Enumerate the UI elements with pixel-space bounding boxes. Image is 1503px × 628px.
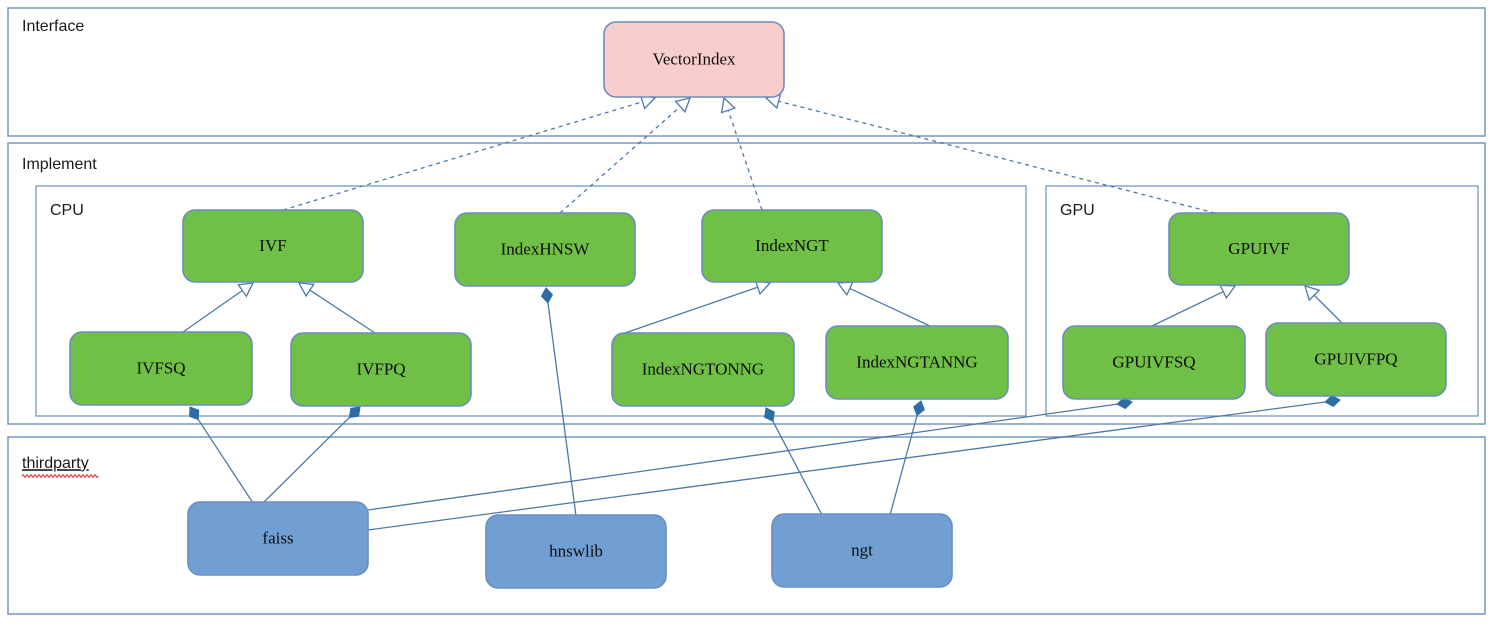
edge-ivfsq-ivf [182, 282, 255, 333]
panel-thirdparty: thirdparty [7, 436, 1486, 615]
node-ivf[interactable]: IVF [182, 209, 364, 283]
edge-ivfpq-ivf [297, 282, 376, 334]
node-label-hnswlib: hnswlib [549, 541, 603, 560]
edge-hnswlib-indexhnsw [540, 287, 577, 517]
panel-label-interface: Interface [22, 18, 84, 35]
panel-label-implement: Implement [22, 156, 97, 173]
edge-indexngtonng-indexngt [624, 279, 772, 334]
edge-indexngtanng-indexngt [836, 281, 931, 327]
panel-interface: Interface [7, 7, 1486, 137]
edge-group [182, 93, 1343, 531]
node-label-ngt: ngt [851, 540, 873, 559]
edge-faiss-ivfsq [188, 406, 254, 504]
edge-gpuivfpq-gpuivf [1304, 285, 1343, 324]
node-faiss[interactable]: faiss [187, 501, 369, 576]
node-label-gpuivfsq: GPUIVFSQ [1112, 352, 1195, 371]
panel-implement: Implement [7, 142, 1486, 425]
subpanel-gpu: GPU [1045, 185, 1479, 417]
subpanel-label-cpu: CPU [50, 202, 84, 219]
subpanel-group: CPU GPU [35, 185, 1479, 417]
panel-label-thirdparty: thirdparty [22, 455, 89, 472]
edge-ngt-indexngtonng [764, 407, 823, 516]
edge-indexngt-vectorindex [720, 96, 763, 211]
node-label-indexhnsw: IndexHNSW [501, 239, 591, 258]
node-indexngtonng[interactable]: IndexNGTONNG [611, 332, 795, 407]
edge-gpuivf-vectorindex [764, 93, 1216, 214]
node-label-faiss: faiss [262, 528, 293, 547]
node-label-indexngtonng: IndexNGTONNG [642, 359, 764, 378]
edge-faiss-ivfpq [262, 406, 361, 504]
edge-ngt-indexngtanng [889, 400, 925, 516]
edge-gpuivfsq-gpuivf [1151, 284, 1237, 327]
node-ivfpq[interactable]: IVFPQ [290, 332, 472, 407]
edge-ivf-vectorindex [282, 94, 657, 211]
node-vectorindex[interactable]: VectorIndex [603, 21, 785, 98]
node-indexngtanng[interactable]: IndexNGTANNG [825, 325, 1009, 400]
node-label-ivfsq: IVFSQ [136, 358, 185, 377]
node-gpuivfsq[interactable]: GPUIVFSQ [1062, 325, 1246, 400]
node-label-indexngtanng: IndexNGTANNG [856, 352, 977, 371]
node-label-indexngt: IndexNGT [755, 236, 829, 255]
node-indexhnsw[interactable]: IndexHNSW [454, 212, 636, 287]
node-gpuivf[interactable]: GPUIVF [1168, 212, 1350, 286]
node-label-gpuivf: GPUIVF [1228, 239, 1289, 258]
subpanel-cpu: CPU [35, 185, 1027, 417]
node-gpuivfpq[interactable]: GPUIVFPQ [1265, 322, 1447, 397]
edge-faiss-gpuivfsq [367, 396, 1133, 511]
node-ivfsq[interactable]: IVFSQ [69, 331, 253, 406]
node-hnswlib[interactable]: hnswlib [485, 514, 667, 589]
node-label-vectorindex: VectorIndex [652, 49, 736, 68]
spellcheck-underline-icon [21, 474, 99, 478]
edge-indexhnsw-vectorindex [559, 97, 692, 214]
node-label-ivfpq: IVFPQ [356, 359, 405, 378]
node-ngt[interactable]: ngt [771, 513, 953, 588]
node-label-gpuivfpq: GPUIVFPQ [1314, 349, 1397, 368]
node-label-ivf: IVF [259, 236, 286, 255]
subpanel-label-gpu: GPU [1060, 202, 1095, 219]
edge-faiss-gpuivfpq [367, 394, 1341, 531]
node-indexngt[interactable]: IndexNGT [701, 209, 883, 283]
